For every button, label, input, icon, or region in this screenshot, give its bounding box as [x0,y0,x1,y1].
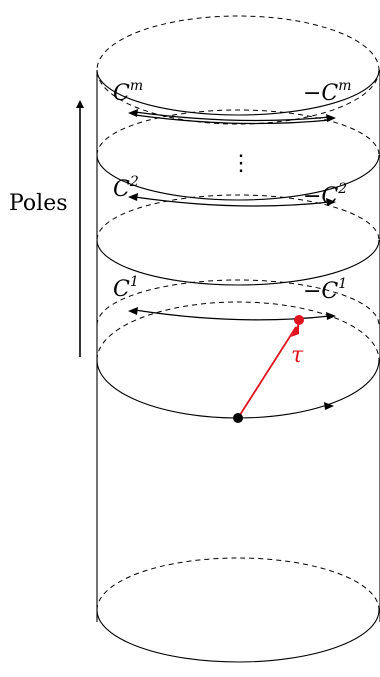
contour-2-front [96,154,380,201]
vertical-dots: ⋮ [230,151,252,176]
top-ellipse [96,15,380,125]
tau-arrow-head [291,322,299,337]
tau-end-point [294,315,304,325]
contour-1-strand [134,309,331,321]
label-cm-left: Cm [113,78,143,106]
base-ring-front [96,359,380,419]
tau-label: τ [291,343,304,368]
arrow-head-2-right [326,198,336,206]
label-c2-right: −C2 [303,181,347,209]
contour-1-back [96,279,380,326]
arrow-head-1-right [326,312,336,320]
contour-1-front [96,239,380,286]
base-ring-arrow-head [324,402,334,410]
bottom-ellipse-back [96,557,380,611]
bottom-ellipse-front [96,609,380,663]
contour-m-back [96,109,380,156]
arrow-head-1-left [128,307,138,315]
arrow-head-m-right [326,114,336,122]
base-ring-back [96,301,380,361]
label-c1-right: −C1 [303,276,347,304]
label-cm-right: −Cm [303,78,352,106]
arrow-head-m-left [128,109,138,117]
contour-2-strand [134,196,331,207]
arrow-head-2-left [128,193,138,201]
contour-m-strand [134,111,331,122]
poles-label: Poles [9,191,68,216]
tau-origin-point [233,413,243,423]
contour-m-strand-2 [134,114,331,125]
label-c2-left: C2 [113,174,139,202]
contour-2-back [96,194,380,241]
label-c1-left: C1 [113,274,139,302]
tau-vector [237,326,297,419]
contour-m-front [96,69,380,116]
